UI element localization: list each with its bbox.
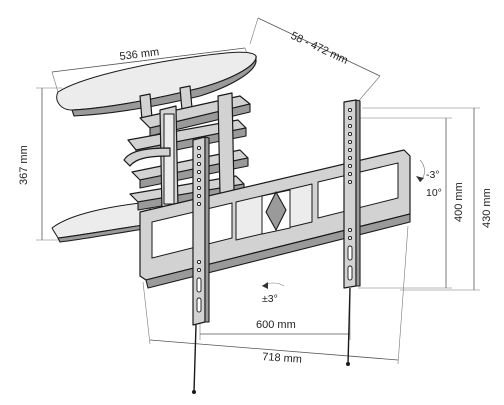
articulating-arms xyxy=(123,92,251,213)
ext-line-718-left xyxy=(142,281,151,345)
dim-line-718 xyxy=(149,339,399,361)
swivel-arrow-icon xyxy=(262,282,268,289)
label-vesa-horizontal: 600 mm xyxy=(256,319,296,331)
label-wall-plate-width: 536 mm xyxy=(119,46,160,63)
label-bracket-width: 718 mm xyxy=(262,351,302,366)
label-wall-plate-height: 367 mm xyxy=(18,145,30,185)
vertical-rails xyxy=(192,99,361,394)
dim-line-536 xyxy=(51,47,246,73)
swivel-indicator xyxy=(261,282,285,289)
dimension-lines xyxy=(36,17,480,365)
label-tilt-down: -3° xyxy=(426,169,440,181)
left-bolt xyxy=(193,324,197,393)
ext-line-58-472-left xyxy=(249,17,259,45)
right-bolt xyxy=(347,287,351,365)
ext-line-718-right xyxy=(397,225,409,365)
label-tilt-up: 10° xyxy=(426,187,442,199)
left-bolt-tip xyxy=(192,390,196,394)
wall-plate xyxy=(56,51,257,121)
label-bracket-height: 430 mm xyxy=(481,188,493,228)
right-rail-holes xyxy=(347,107,353,281)
right-bolt-tip xyxy=(346,362,350,366)
dim-line-58-472 xyxy=(257,17,381,77)
label-vesa-vertical: 400 mm xyxy=(453,182,465,222)
tilt-arrow-icon xyxy=(416,176,424,182)
hub-diamond xyxy=(265,191,287,231)
pivot-column xyxy=(163,113,175,205)
label-swivel: ±3° xyxy=(262,293,278,305)
left-rail-holes xyxy=(196,145,202,313)
ext-line-536-left xyxy=(51,71,59,93)
lower-wall-plate xyxy=(51,201,151,243)
label-arm-extension: 58 - 472 mm xyxy=(289,30,350,67)
ext-line-58-472-right xyxy=(355,75,381,105)
